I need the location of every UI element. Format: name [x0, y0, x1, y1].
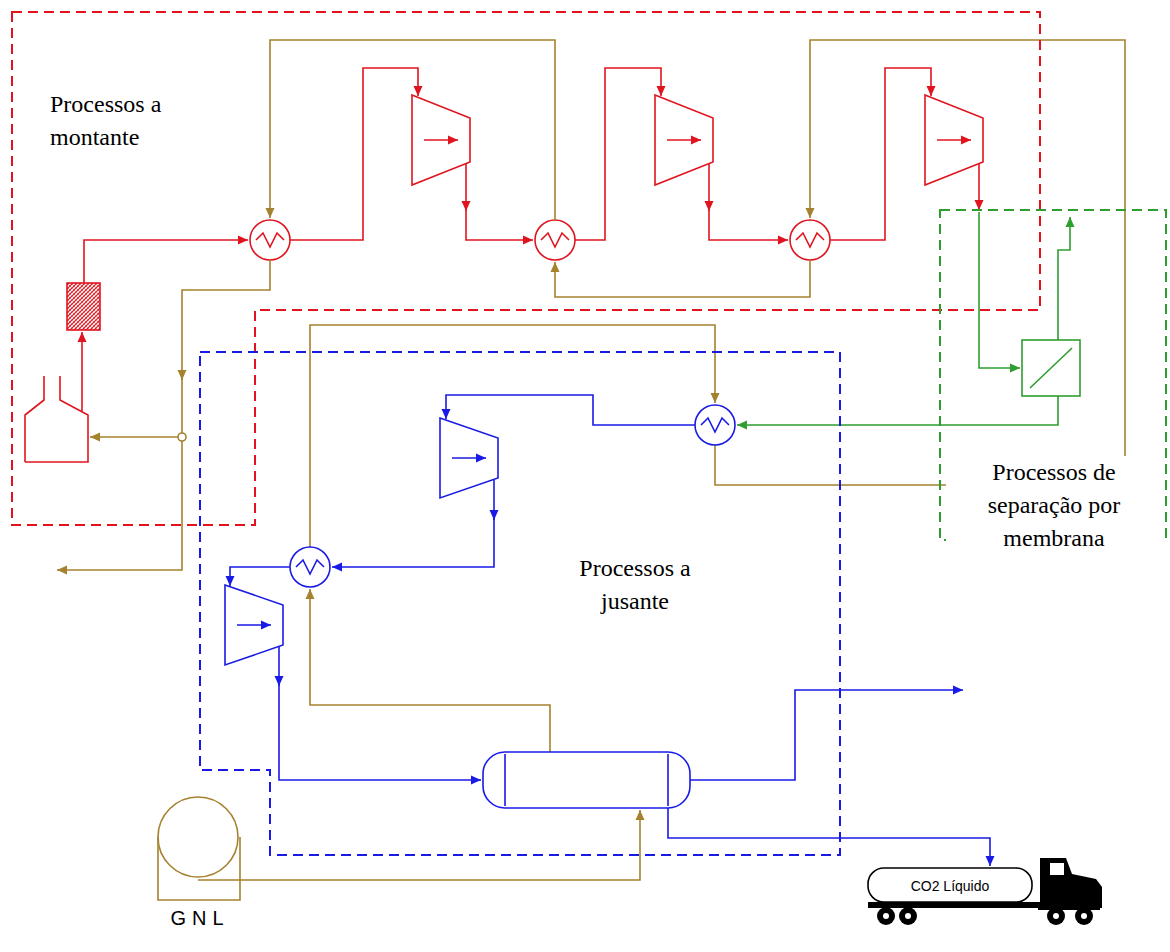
compressor-symbol: [412, 95, 470, 185]
heat-exchanger: [290, 547, 330, 587]
stream-line: [715, 40, 1125, 485]
stream-line: [198, 810, 640, 880]
drawing-stroke: [310, 325, 715, 547]
membrane-symbol: [1022, 340, 1080, 396]
drawing-stroke: [1050, 863, 1064, 875]
drawing-stroke: [701, 418, 729, 432]
downstream-lines: [225, 395, 963, 808]
drawing-stroke: [883, 913, 889, 919]
drawing-stroke: [899, 907, 917, 925]
drawing-stroke: [709, 210, 788, 240]
label-holder: Processos a jusante: [555, 552, 715, 618]
drawing-stroke: [505, 754, 668, 806]
column-symbol: [483, 752, 690, 808]
drawing-stroke: [290, 68, 418, 240]
drawing-stroke: [541, 233, 569, 247]
stream-line: [978, 164, 980, 210]
compressor-symbol: [440, 418, 498, 498]
drawing-stroke: [270, 40, 555, 220]
boiler-symbol: [25, 376, 44, 462]
drawing-stroke: [296, 560, 324, 574]
heat-exchanger: [790, 220, 830, 260]
drawing-stroke: [310, 589, 550, 752]
drawing-stroke: [158, 797, 238, 877]
drawing-stroke: [81, 332, 83, 411]
drawing-stroke: [1040, 858, 1102, 908]
drawing-stroke: [1075, 907, 1093, 925]
drawing-stroke: [708, 164, 710, 211]
region-label: Processos a montante: [50, 88, 200, 154]
equipment-label: CO2 Líquido: [911, 878, 990, 894]
co2-truck: CO2 Líquido: [860, 850, 1110, 932]
label-holder: GNL: [150, 907, 250, 930]
heat-exchanger: [250, 220, 290, 260]
membrane-lines: [979, 212, 1080, 396]
drawing-stroke: [466, 210, 533, 240]
heat-exchanger: [535, 220, 575, 260]
compressor-symbol: [655, 95, 713, 185]
drawing-stroke: [1047, 907, 1065, 925]
drawing-stroke: [446, 395, 695, 425]
drawing-stroke: [230, 567, 290, 586]
equipment-label: GNL: [170, 907, 229, 930]
drawing-stroke: [1053, 913, 1059, 919]
membrane-region: Processos de separação por membrana: [940, 210, 1168, 540]
region-label: Processos de separação por membrana: [946, 456, 1162, 555]
drawing-stroke: [979, 212, 1020, 368]
label-holder: CO2 Líquido: [870, 877, 1030, 895]
stream-line: [668, 808, 990, 866]
drawing-stroke: [158, 837, 240, 900]
region-label: Processos a jusante: [555, 552, 715, 618]
boiler-symbol: [25, 376, 88, 462]
drawing-stroke: [256, 233, 284, 247]
stream-line: [737, 396, 1058, 425]
drawing-stroke: [57, 378, 182, 570]
label-holder: Processos de separação por membrana: [946, 456, 1162, 555]
drawing-stroke: [279, 684, 481, 780]
drawing-stroke: [424, 139, 458, 141]
filter-symbol: [67, 283, 100, 330]
drawing-stroke: [1030, 348, 1072, 388]
drawing-stroke: [465, 164, 467, 211]
drawing-stroke: [877, 907, 895, 925]
drawing-stroke: [1081, 913, 1087, 919]
drawing-stroke: [868, 868, 1032, 902]
drawing-stroke: [868, 902, 1040, 908]
lng-tank: GNL: [150, 795, 250, 945]
junction-dot: [178, 433, 186, 441]
compressor-symbol: [225, 585, 283, 665]
drawing-stroke: [237, 624, 271, 626]
label-holder: Processos a montante: [50, 88, 200, 154]
drawing-stroke: [200, 352, 840, 855]
heat-exchanger: [695, 405, 735, 445]
drawing-stroke: [278, 647, 280, 686]
drawing-stroke: [937, 139, 971, 141]
drawing-stroke: [90, 436, 178, 438]
drawing-stroke: [182, 260, 270, 380]
drawing-stroke: [12, 12, 1040, 525]
downstream-region-outline: [200, 352, 840, 855]
drawing-stroke: [84, 240, 248, 283]
drawing-stroke: [796, 233, 824, 247]
drawing-stroke: [905, 913, 911, 919]
drawing-stroke: [493, 480, 495, 520]
upstream-region: Processos a montante: [12, 12, 1040, 525]
drawing-stroke: [555, 260, 810, 297]
drawing-stroke: [452, 457, 486, 459]
compressor-symbol: [925, 95, 983, 185]
drawing-stroke: [1058, 217, 1070, 340]
drawing-stroke: [690, 690, 963, 780]
drawing-stroke: [830, 68, 931, 240]
drawing-stroke: [575, 68, 661, 240]
drawing-stroke: [332, 518, 494, 567]
downstream-region: Processos a jusante: [200, 352, 840, 855]
drawing-stroke: [667, 139, 701, 141]
